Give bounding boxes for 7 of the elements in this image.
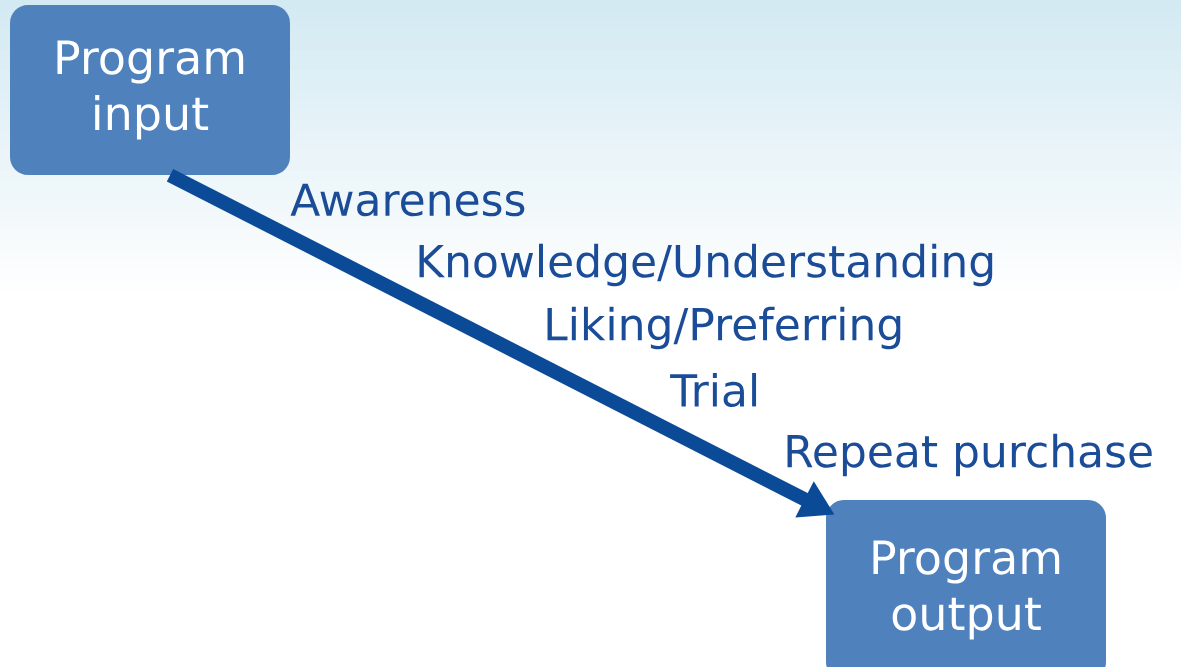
process-box: Program input [10, 5, 290, 175]
stage-label: Knowledge/Understanding [419, 243, 993, 287]
stage-label: Trial [670, 373, 757, 408]
stage-label: Repeat purchase [787, 433, 1152, 477]
stage-label: Awareness [290, 183, 525, 217]
process-box: Program output [826, 500, 1106, 667]
stage-label: Liking/Preferring [547, 306, 901, 350]
